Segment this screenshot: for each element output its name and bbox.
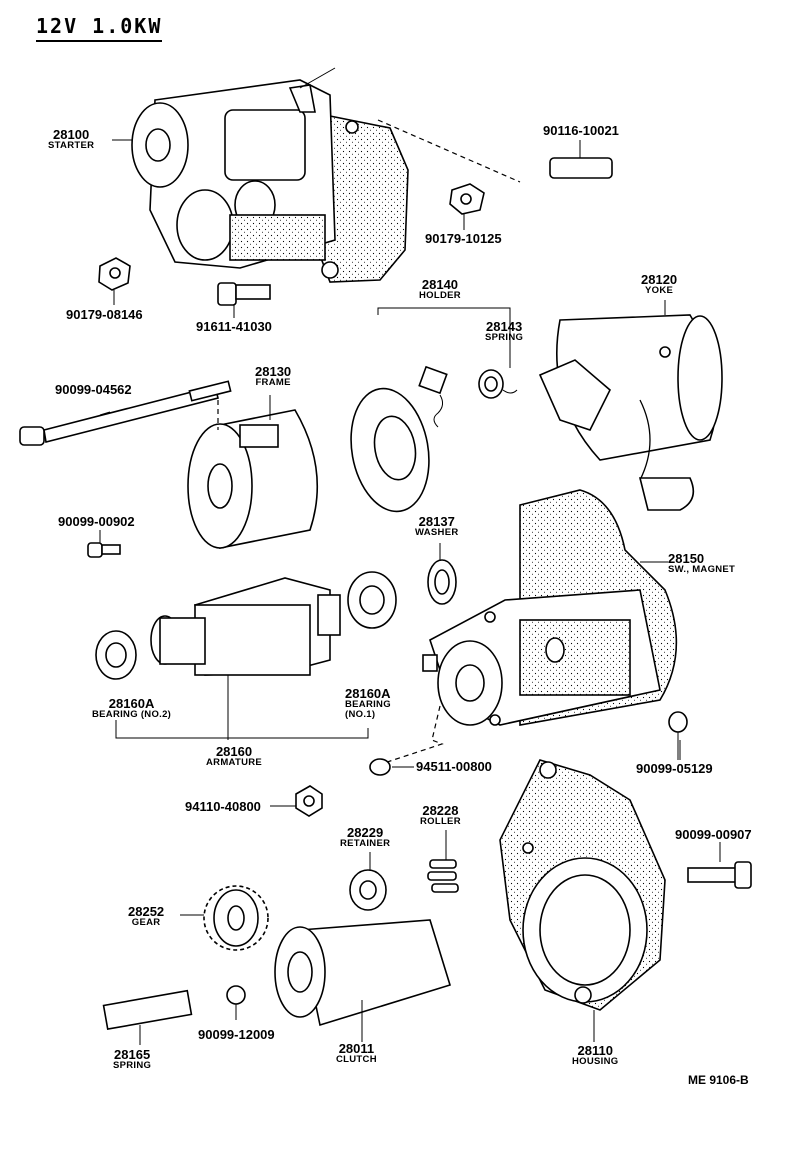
- callout-retainer: 28229 RETAINER: [340, 826, 390, 849]
- part-number: 28160A: [345, 686, 391, 701]
- part-name: RETAINER: [340, 838, 391, 849]
- brush-spring-drawing: [478, 369, 518, 399]
- callout-holder: 28140 HOLDER: [419, 278, 461, 301]
- yoke-drawing: [538, 314, 723, 511]
- reference-code: ME 9106-B: [688, 1073, 749, 1087]
- part-name: YOKE: [645, 285, 674, 296]
- spec-heading: 12V 1.0KW: [36, 14, 163, 42]
- nut-08146-drawing: [98, 257, 131, 291]
- part-name: WASHER: [415, 527, 459, 538]
- part-number: 28228: [422, 803, 459, 818]
- part-name: ROLLER: [420, 816, 461, 827]
- callout-yoke: 28120 YOKE: [641, 273, 677, 296]
- bearing-no2-drawing: [95, 630, 137, 680]
- bolt-41030-drawing: [217, 282, 271, 306]
- callout-bolt-41030: 91611-41030: [196, 319, 272, 334]
- stud-drawing: [549, 157, 613, 179]
- part-number: 28011: [338, 1041, 375, 1056]
- callout-through-bolt: 90099-04562: [55, 382, 132, 397]
- callout-brush-spring: 28143 SPRING: [485, 320, 523, 343]
- ball-drawing: [226, 985, 246, 1005]
- nut-40800-drawing: [295, 785, 323, 817]
- part-number: 28110: [577, 1043, 613, 1058]
- callout-frame: 28130 FRAME: [255, 365, 291, 388]
- screw-00902-drawing: [87, 542, 121, 558]
- armature-drawing: [150, 577, 341, 740]
- armature-bracket-line: [115, 720, 369, 739]
- part-number: 28137: [418, 514, 455, 529]
- callout-armature: 28160 ARMATURE: [206, 745, 262, 768]
- bearing-no1-drawing: [347, 571, 397, 629]
- callout-nut-08146: 90179-08146: [66, 307, 143, 322]
- callout-washer-00800: 94511-00800: [416, 759, 492, 774]
- part-number: 28160: [215, 744, 253, 759]
- gear-drawing: [203, 885, 269, 951]
- part-number: 28120: [641, 272, 678, 287]
- part-number: 28165: [114, 1047, 151, 1062]
- through-bolt-drawing: [19, 380, 232, 446]
- part-name: BEARING: [345, 699, 391, 710]
- part-number: 28229: [347, 825, 384, 840]
- callout-gear: 28252 GEAR: [128, 905, 164, 928]
- part-name: SW., MAGNET: [668, 564, 736, 575]
- callout-starter: 28100 STARTER: [48, 128, 94, 151]
- callout-screw-05129: 90099-05129: [636, 761, 713, 776]
- starter-assembly-drawing: [131, 67, 521, 283]
- part-name: SPRING: [113, 1060, 152, 1071]
- washer-drawing: [427, 559, 457, 605]
- part-name: GEAR: [131, 917, 161, 928]
- part-name: FRAME: [255, 377, 291, 388]
- part-name: HOUSING: [572, 1056, 619, 1067]
- part-name: ARMATURE: [206, 757, 263, 768]
- callout-stud: 90116-10021: [543, 123, 619, 138]
- part-name: STARTER: [48, 140, 95, 151]
- bolt-00907-drawing: [687, 861, 752, 889]
- clutch-drawing: [274, 919, 451, 1042]
- part-number: 28140: [421, 277, 459, 292]
- washer-00800-drawing: [369, 758, 391, 776]
- leader-lines: [99, 139, 721, 1045]
- callout-nut-40800: 94110-40800: [185, 799, 261, 814]
- callout-screw-00902: 90099-00902: [58, 514, 135, 529]
- callout-ball: 90099-12009: [198, 1027, 275, 1042]
- callout-magnet-switch: 28150 SW., MAGNET: [668, 552, 735, 575]
- callout-housing: 28110 HOUSING: [572, 1044, 618, 1067]
- frame-drawing: [187, 400, 319, 549]
- callout-bolt-00907: 90099-00907: [675, 827, 752, 842]
- callout-nut-10125: 90179-10125: [425, 231, 502, 246]
- part-name: CLUTCH: [336, 1054, 377, 1065]
- part-number: 28252: [128, 904, 165, 919]
- magnet-switch-drawing: [422, 489, 678, 726]
- housing-drawing: [499, 759, 666, 1042]
- roller-drawing: [427, 859, 459, 893]
- callout-roller: 28228 ROLLER: [420, 804, 461, 827]
- return-spring-drawing: [102, 989, 193, 1031]
- callout-return-spring: 28165 SPRING: [113, 1048, 151, 1071]
- nut-10125-drawing: [449, 183, 485, 215]
- screw-05129-drawing: [668, 711, 688, 760]
- callout-bearing-no1: 28160A BEARING (NO.1): [345, 687, 391, 719]
- callout-clutch: 28011 CLUTCH: [336, 1042, 377, 1065]
- part-number: 28150: [668, 551, 705, 566]
- holder-drawing: [350, 307, 511, 513]
- part-number: 28130: [255, 364, 292, 379]
- part-name: HOLDER: [419, 290, 461, 301]
- part-number: 28100: [53, 127, 90, 142]
- callout-washer: 28137 WASHER: [415, 515, 459, 538]
- part-number: 28160A: [108, 696, 155, 711]
- part-name: BEARING (NO.2): [92, 709, 172, 720]
- part-number: 28143: [486, 319, 523, 334]
- retainer-drawing: [349, 869, 387, 911]
- part-sub: (NO.1): [345, 708, 376, 720]
- callout-bearing-no2: 28160A BEARING (NO.2): [92, 697, 171, 720]
- part-name: SPRING: [485, 332, 524, 343]
